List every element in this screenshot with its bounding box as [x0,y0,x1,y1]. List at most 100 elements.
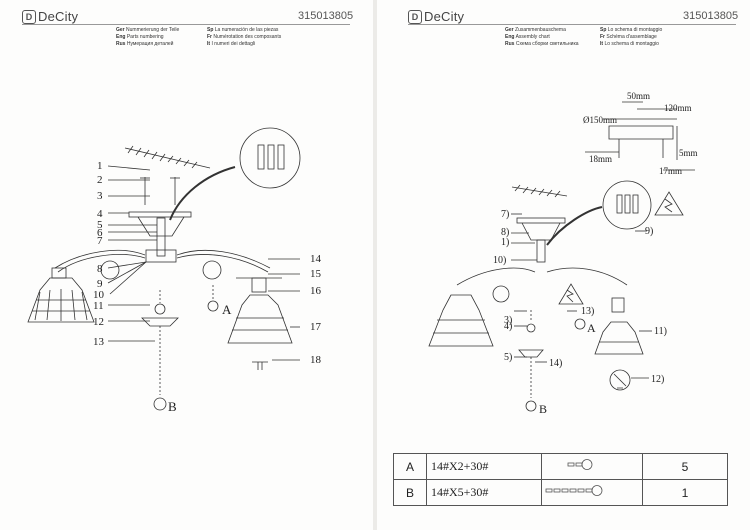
page-gutter [373,0,377,530]
crystal-b [525,400,537,412]
header-rule-left [22,24,350,25]
callout-8: 8 [97,263,103,275]
step-9: 9) [645,226,653,237]
table-row: A 14#X2+30# 5 [393,453,728,480]
callout-13: 13 [93,336,105,348]
table-row: B 14#X5+30# 1 [393,479,728,506]
legend-row: Rus Схема сборки светильника [505,41,579,47]
left-arm [456,267,536,286]
callout-9: 9 [97,278,103,290]
legend-right-col2: Sp Lo schema di montaggio Fr Schéma d'as… [600,27,662,48]
callout-2: 2 [97,174,103,186]
dim-120mm: 120mm [664,103,692,113]
left-shade [428,294,494,347]
left-page [0,0,373,530]
legend-right-col1: Ger Zusammenbauschema Eng Assembly chart… [505,27,579,48]
legend-row: Sp La numeración de las piezas [207,27,279,33]
legend-left-col2: Sp La numeración de las piezas Fr Numéro… [207,27,281,48]
central-rod [156,217,166,257]
callout-16: 16 [310,285,322,297]
left-curl [100,260,120,280]
fixture-label-a: A [587,321,596,335]
legend-row: It I numeri dei dettagli [207,41,256,47]
callout-18: 18 [310,354,322,366]
fixture-label-b: B [539,402,547,416]
canopy [137,216,185,237]
fixture-label-a: A [222,302,232,317]
parts-numbering-drawing: 1 2 3 4 5 6 7 8 9 10 11 12 13 14 15 16 1… [27,127,322,414]
header-rule-right [408,24,736,25]
bottom-bowl [141,317,179,327]
callout-15: 15 [310,268,322,280]
step-11: 11) [654,326,667,337]
legend-left-col1: Ger Nummerierung der Teile Eng Parts num… [116,27,179,48]
left-curl [492,285,510,303]
table-cell-letter: A [393,453,427,480]
step-3: 3) [504,315,512,326]
table-cell-qty: 5 [642,453,728,480]
mounting-bracket [128,211,192,218]
fixture-label-b: B [168,399,177,414]
left-shade [27,277,95,323]
right-shade [594,321,644,355]
chain-b-icon [545,485,603,496]
step-14: 14) [549,358,562,369]
legend-row: Ger Zusammenbauschema [505,27,566,33]
brand-logo-left: D DeCity [22,9,78,24]
dim-d150mm: Ø150mm [583,115,617,125]
right-page [377,0,750,530]
ceiling-hatch [124,145,211,169]
table-cell-letter: B [393,479,427,506]
callout-7: 7 [97,235,103,247]
warning-triangle-icon [558,283,584,305]
logo-mark-icon: D [22,9,36,24]
dim-18mm: 18mm [589,154,612,164]
zoom-circle [239,127,301,189]
right-shade [227,294,293,344]
step-13: 13) [581,306,594,317]
canopy-plate [608,125,674,140]
warning-triangle-icon [654,191,684,216]
callout-4: 4 [97,208,103,220]
left-arm [54,249,146,269]
step-10: 10) [493,255,506,266]
brand-name: DeCity [38,9,79,24]
callout-1: 1 [97,160,103,172]
crystal-a [574,318,586,330]
legend-row: Eng Parts numbering [116,34,164,40]
chain-a-icon [567,459,593,470]
legend-row: Eng Assembly chart [505,34,550,40]
callout-3: 3 [97,190,103,202]
step-1: 1) [501,237,509,248]
callout-14: 14 [310,253,322,265]
table-cell-qty: 1 [642,479,728,506]
right-curl [202,260,222,280]
power-cable [169,166,236,221]
step-12: 12) [651,374,664,385]
step-4: 4) [504,321,512,332]
dim-5mm: 5mm [679,148,698,158]
dim-50mm: 50mm [627,91,650,101]
logo-mark-icon: D [408,9,422,24]
step-5: 5) [504,352,512,363]
table-cell-spec: 14#X5+30# [426,479,542,506]
right-arm [176,249,271,269]
central-rod [536,239,546,263]
brand-name: DeCity [424,9,465,24]
legend-row: Rus Нумерация деталей [116,41,174,47]
table-cell-chain-a [541,453,643,480]
canopy-dimension-detail [585,101,695,171]
legend-row: It Lo schema di montaggio [600,41,659,47]
table-cell-chain-b [541,479,643,506]
mounting-bracket [516,217,566,224]
step-8: 8) [501,227,509,238]
lamp-holder [251,277,267,293]
product-code-left: 315013805 [298,10,354,22]
lamp-holder [611,297,625,313]
power-cable [546,206,603,246]
ceiling-hatch [511,184,568,198]
callout-6: 6 [97,227,103,239]
zoom-circle [602,180,652,230]
bottom-bowl [518,349,544,358]
bulb [609,369,631,391]
